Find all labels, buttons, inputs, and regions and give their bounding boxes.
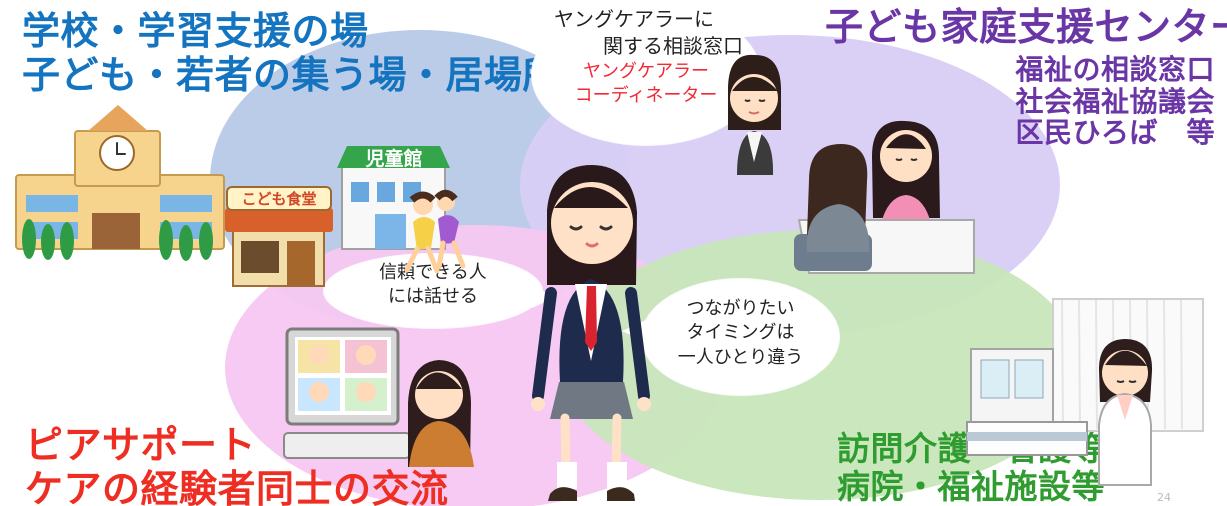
- school-heading-line-2: 子ども・若者の集う場・居場所: [22, 52, 562, 97]
- peer-support-heading: ピアサポート ケアの経験者同士の交流: [25, 423, 449, 506]
- welfare-consultation-label: 福祉の相談窓口: [1015, 53, 1215, 86]
- family-support-heading: 子ども家庭支援センター: [825, 5, 1227, 49]
- coordinator-icon: [728, 54, 781, 175]
- peer-heading-line-1: ピアサポート: [25, 423, 257, 467]
- timing-speech-bubble: つながりたい タイミングは 一人ひとり違う: [642, 279, 839, 395]
- hospital-welfare-label: 病院・福祉施設等: [837, 466, 1105, 506]
- consultation-bubble-line-2: 関する相談窓口: [603, 34, 743, 58]
- running-children-icon: [404, 189, 466, 274]
- peer-heading-line-2: ケアの経験者同士の交流: [25, 466, 449, 506]
- school-heading-line-1: 学校・学習支援の場: [22, 9, 369, 53]
- kids-cafeteria-sign: こども食堂: [241, 190, 316, 208]
- timing-bubble-line-1: つながりたい: [686, 298, 795, 319]
- children-house-sign: 児童館: [364, 147, 422, 170]
- community-plaza-label: 区民ひろば 等: [1015, 116, 1215, 150]
- consultation-bubble-line-1: ヤングケアラーに: [554, 7, 714, 31]
- hospital-clinic-icon: [966, 298, 1204, 486]
- timing-bubble-line-3: 一人ひとり違う: [677, 346, 804, 368]
- kids-cafeteria-icon: こども食堂: [225, 186, 333, 287]
- coordinator-label-line-2: コーディネーター: [574, 85, 718, 107]
- consultation-speech-bubble: ヤングケアラーに 関する相談窓口 ヤングケアラー コーディネーター: [532, 4, 760, 145]
- video-call-icon: [283, 327, 474, 467]
- coordinator-label-line-1: ヤングケアラー: [583, 61, 709, 82]
- student-icon: [531, 165, 651, 501]
- school-building-icon: [15, 105, 225, 261]
- trust-bubble-line-2: には話せる: [388, 286, 478, 308]
- school-heading: 学校・学習支援の場 子ども・若者の集う場・居場所: [22, 9, 562, 97]
- family-support-subheading: 福祉の相談窓口 社会福祉協議会 区民ひろば 等: [1015, 54, 1215, 149]
- timing-bubble-line-2: タイミングは: [686, 322, 795, 344]
- consultation-icon: [794, 120, 975, 274]
- social-welfare-council-label: 社会福祉協議会: [1015, 84, 1215, 118]
- page-number: 24: [1157, 491, 1171, 504]
